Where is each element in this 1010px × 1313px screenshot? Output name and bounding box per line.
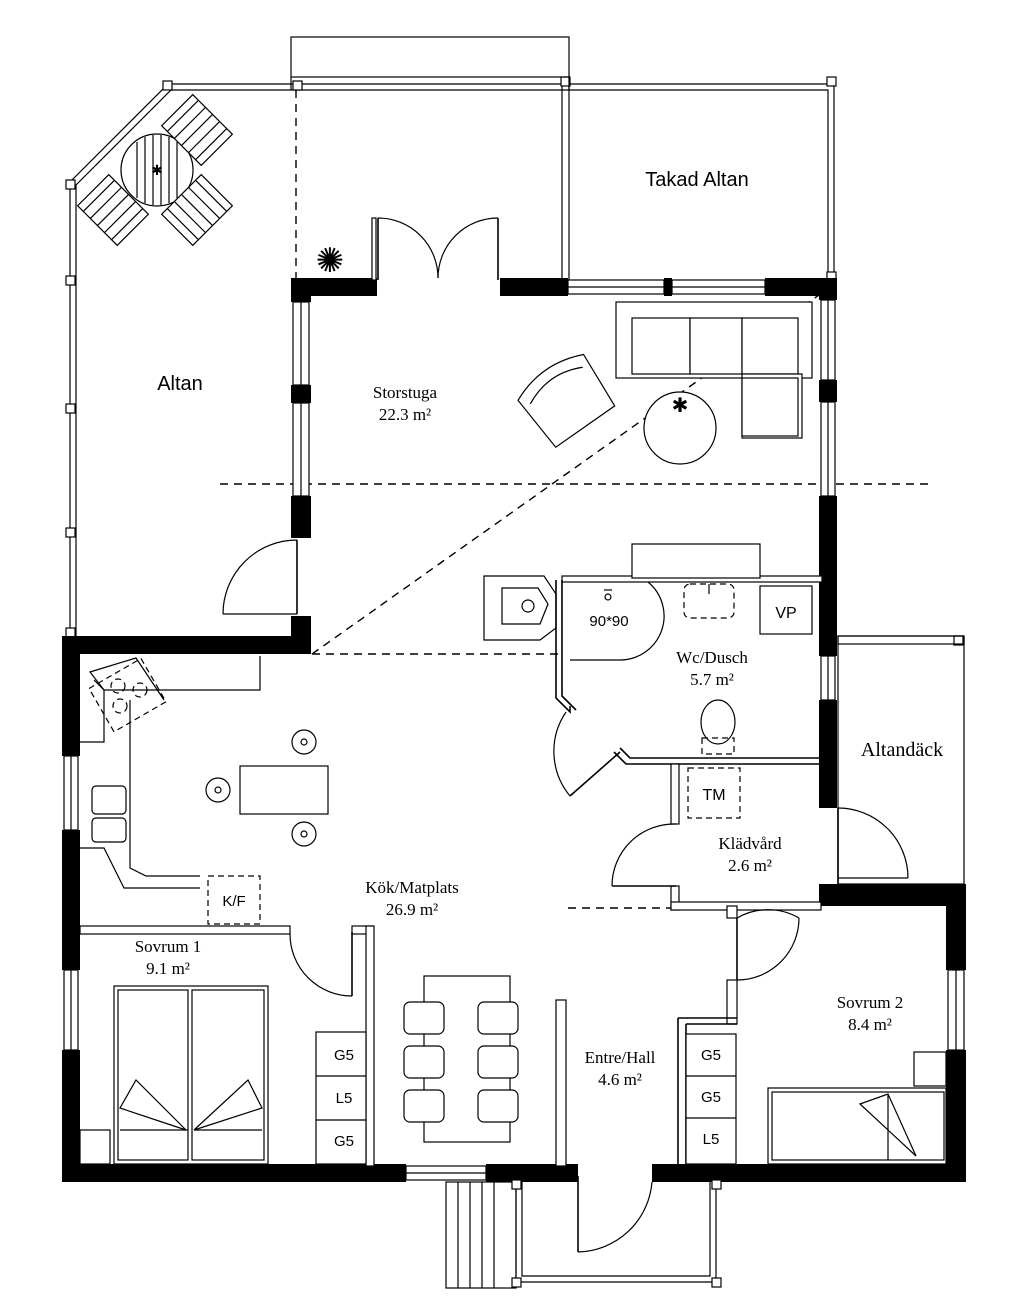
kitchen-island [205, 729, 329, 847]
stove [483, 543, 761, 641]
dining-chairs [403, 1001, 519, 1123]
s2-wardrobe-1: G5 [701, 1047, 721, 1064]
shower: 90*90 [570, 581, 665, 661]
altandack-deck [837, 635, 965, 885]
dining-table [403, 975, 519, 1143]
plant-icon: ✺ [316, 242, 345, 280]
takad-altan-label: Takad Altan [645, 169, 748, 191]
wc-name: Wc/Dusch [676, 648, 748, 667]
kladvard-area: 2.6 m² [728, 856, 772, 875]
shower-label: 90*90 [589, 613, 628, 630]
entry-door [577, 1176, 653, 1253]
altan-door [222, 539, 298, 615]
windows [63, 279, 965, 1181]
tm-label: TM [702, 787, 725, 804]
sovrum1-area: 9.1 m² [146, 959, 190, 978]
vp-unit: VP [759, 585, 813, 635]
sofa [615, 301, 813, 439]
hob [88, 657, 167, 733]
s2-wardrobe-3: L5 [703, 1131, 720, 1148]
entry-steps [445, 1179, 722, 1289]
room-labels: Takad Altan Altan Storstuga 22.3 m² Wc/D… [135, 169, 943, 1089]
s2-wardrobe-2: G5 [701, 1089, 721, 1106]
sovrum1-bed [79, 985, 269, 1165]
walls [62, 278, 966, 1182]
entre-area: 4.6 m² [598, 1070, 642, 1089]
wc-door [553, 711, 621, 797]
s1-wardrobe-1: G5 [334, 1047, 354, 1064]
kitchen-counter: K/F [80, 656, 261, 925]
toilet [700, 699, 736, 755]
armchair [517, 353, 616, 449]
sovrum2-door [736, 909, 800, 981]
patio-set: ✱ [76, 93, 234, 247]
sovrum1-wardrobes: G5 L5 G5 [315, 1031, 367, 1165]
svg-text:✱: ✱ [672, 395, 689, 417]
storstuga-name: Storstuga [373, 383, 438, 402]
railing-posts [65, 76, 964, 646]
coffee-table: ✱ [643, 391, 717, 465]
sovrum1-door [289, 932, 353, 997]
fridge-label: K/F [222, 893, 245, 910]
doors [222, 217, 909, 1253]
tm-unit: TM [687, 767, 741, 819]
s1-wardrobe-3: G5 [334, 1133, 354, 1150]
kok-name: Kök/Matplats [365, 878, 459, 897]
wc-area: 5.7 m² [690, 670, 734, 689]
kok-area: 26.9 m² [386, 900, 438, 919]
sovrum2-wardrobes: G5 G5 L5 [685, 1033, 737, 1165]
sovrum2-name: Sovrum 2 [837, 993, 904, 1012]
sovrum1-name: Sovrum 1 [135, 937, 202, 956]
sovrum2-bed [767, 1051, 947, 1165]
kladvard-door [611, 823, 677, 887]
french-door [371, 217, 499, 281]
fridge: K/F [207, 875, 261, 925]
altandack-door [837, 807, 909, 884]
altan-label: Altan [157, 373, 203, 395]
svg-text:✱: ✱ [151, 162, 163, 178]
wc-sink [683, 583, 735, 619]
kladvard-name: Klädvård [718, 834, 782, 853]
altandack-label: Altandäck [861, 739, 943, 761]
railings [65, 36, 964, 646]
entre-name: Entre/Hall [585, 1048, 656, 1067]
storstuga-area: 22.3 m² [379, 405, 431, 424]
s1-wardrobe-2: L5 [336, 1090, 353, 1107]
vp-label: VP [775, 605, 796, 622]
sovrum2-area: 8.4 m² [848, 1015, 892, 1034]
